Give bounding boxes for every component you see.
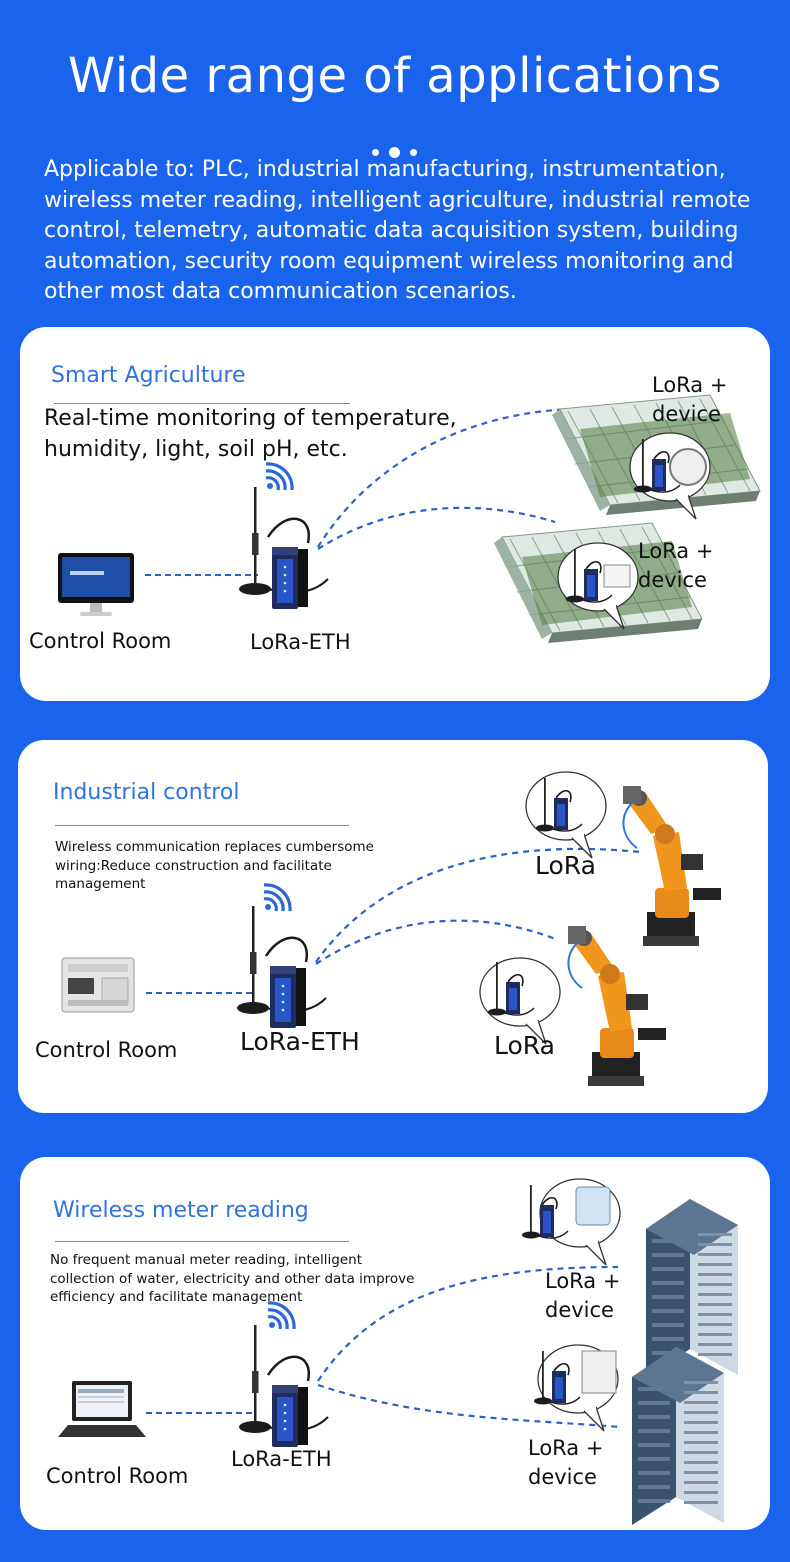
- electric-meter-icon: [581, 1350, 617, 1394]
- monitor-icon: [58, 553, 134, 616]
- link-gateway-to-device-2: [315, 919, 559, 965]
- thermometer-gauge-icon: [669, 448, 707, 486]
- lora-eth-gateway-icon: [237, 1323, 330, 1449]
- smart-agriculture-illustration: [58, 394, 761, 644]
- card-description: Real-time monitoring of temperature, hum…: [44, 406, 457, 462]
- card-description: No frequent manual meter reading, intell…: [50, 1252, 415, 1305]
- card-title: Industrial control: [53, 780, 240, 805]
- card-wireless-meter-reading: Wireless meter reading No frequent manua…: [20, 1157, 770, 1530]
- card-smart-agriculture: Smart Agriculture Real-time monitoring o…: [20, 327, 770, 701]
- gateway-label: LoRa-ETH: [231, 1447, 332, 1471]
- page-title: Wide range of applications: [67, 48, 723, 104]
- decorative-dots: [370, 147, 422, 159]
- card-title: Smart Agriculture: [51, 363, 246, 388]
- device-label: LoRa +device: [545, 1269, 621, 1322]
- title-underline: [55, 1241, 349, 1242]
- control-room-label: Control Room: [29, 629, 172, 653]
- link-gateway-to-device-1: [317, 407, 631, 548]
- wifi-signal-icon: [264, 462, 294, 492]
- industrial-robot-icon: [567, 925, 667, 1087]
- link-gateway-to-device-2: [317, 1383, 621, 1429]
- building-icon: [632, 1347, 724, 1525]
- device-label: LoRa +device: [638, 539, 714, 592]
- building-icon: [646, 1199, 738, 1377]
- card-title: Wireless meter reading: [53, 1198, 309, 1223]
- plc-controller-icon: [61, 957, 135, 1013]
- control-room-label: Control Room: [35, 1038, 178, 1062]
- device-label: LoRa: [494, 1031, 555, 1060]
- meter-reading-illustration: [58, 1177, 738, 1525]
- device-label: LoRa: [535, 851, 596, 880]
- wifi-signal-icon: [266, 1301, 296, 1331]
- industrial-robot-icon: [622, 785, 722, 947]
- sensor-box-icon: [603, 564, 631, 588]
- link-gateway-to-device-1: [315, 847, 641, 963]
- gateway-label: LoRa-ETH: [250, 630, 351, 654]
- laptop-icon: [58, 1381, 146, 1437]
- link-gateway-to-device-2: [317, 506, 556, 550]
- card-industrial-control: Industrial control Wireless communicatio…: [18, 740, 768, 1113]
- gateway-label: LoRa-ETH: [240, 1027, 360, 1056]
- intro-text: Applicable to: PLC, industrial manufactu…: [44, 157, 751, 304]
- water-meter-icon: [575, 1186, 611, 1226]
- card-description: Wireless communication replaces cumberso…: [55, 839, 374, 892]
- lora-eth-gateway-icon: [237, 485, 330, 611]
- link-gateway-to-device-1: [317, 1265, 619, 1382]
- title-underline: [55, 825, 349, 826]
- device-label: LoRa +device: [528, 1436, 604, 1489]
- control-room-label: Control Room: [46, 1464, 189, 1488]
- lora-eth-gateway-icon: [235, 904, 328, 1030]
- title-underline: [54, 403, 350, 404]
- industrial-control-illustration: [61, 770, 722, 1087]
- device-label: LoRa +device: [652, 373, 728, 426]
